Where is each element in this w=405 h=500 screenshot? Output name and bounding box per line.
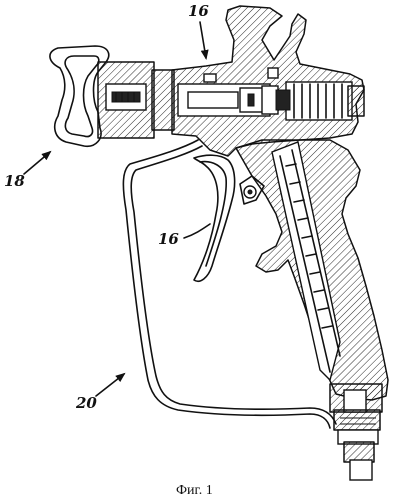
ref-label-20: 20 bbox=[75, 394, 97, 412]
hose-fitting bbox=[329, 383, 383, 481]
trigger bbox=[193, 154, 265, 282]
figure-caption: Фиг. 1 bbox=[176, 483, 213, 498]
leader-lines bbox=[23, 21, 211, 397]
trigger-guard bbox=[122, 139, 337, 429]
gun-body-upper bbox=[171, 5, 365, 157]
ref-label-16-top: 16 bbox=[188, 2, 209, 20]
ref-label-16-trigger: 16 bbox=[158, 230, 179, 248]
gun-handle bbox=[235, 139, 389, 401]
nozzle-assembly bbox=[97, 61, 175, 139]
ref-label-18: 18 bbox=[4, 172, 25, 190]
